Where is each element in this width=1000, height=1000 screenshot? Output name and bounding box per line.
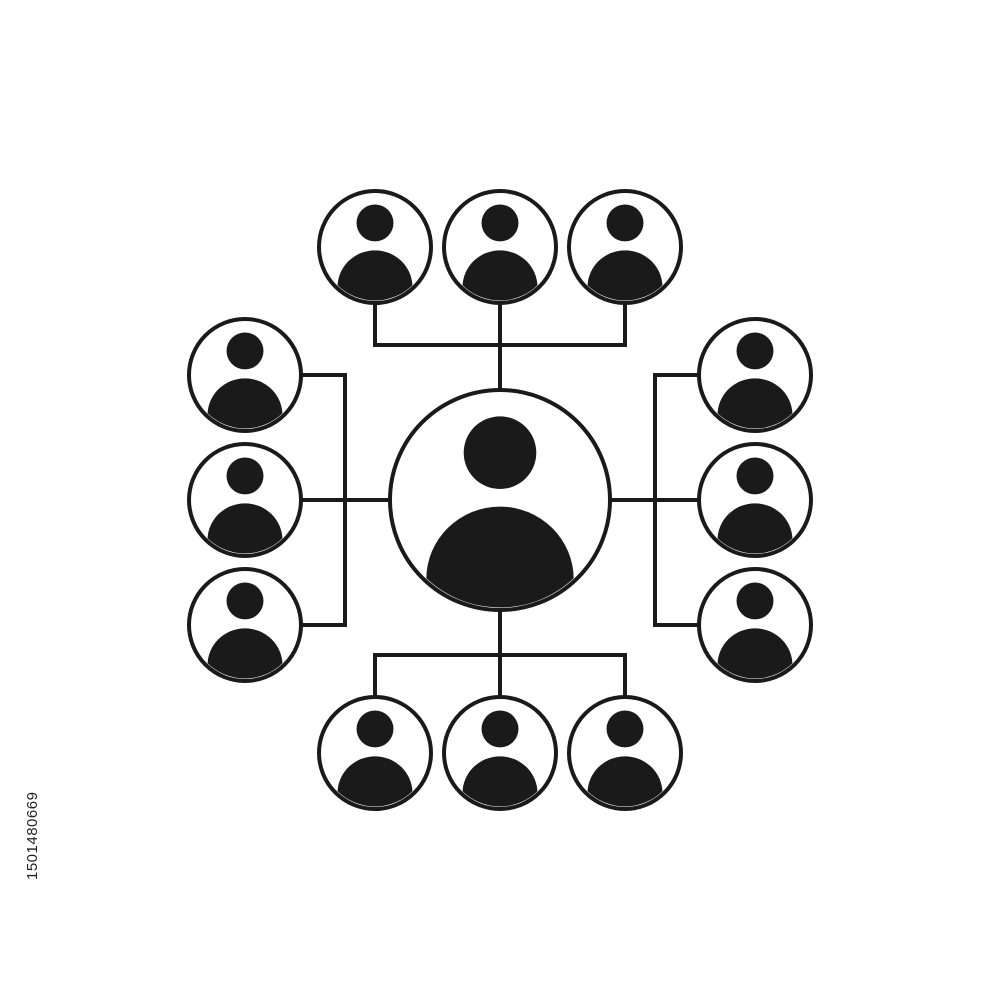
- person-icon: [207, 457, 283, 554]
- stock-id-watermark: 1501480669: [24, 791, 41, 880]
- connector-lines: [301, 303, 699, 697]
- top-member-node-3: [567, 189, 683, 305]
- person-icon: [717, 332, 793, 429]
- left-member-node-1: [187, 317, 303, 433]
- person-icon: [207, 582, 283, 679]
- right-member-node-2: [697, 442, 813, 558]
- bottom-member-node-3: [567, 695, 683, 811]
- bottom-member-node-2: [442, 695, 558, 811]
- right-member-node-3: [697, 567, 813, 683]
- person-icon: [717, 457, 793, 554]
- left-member-node-2: [187, 442, 303, 558]
- top-member-node-1: [317, 189, 433, 305]
- hub-node: [388, 388, 612, 612]
- person-nodes: [187, 189, 813, 811]
- person-icon: [337, 710, 413, 807]
- left-member-node-3: [187, 567, 303, 683]
- person-icon: [462, 710, 538, 807]
- person-icon: [587, 710, 663, 807]
- right-member-node-1: [697, 317, 813, 433]
- person-icon: [337, 204, 413, 301]
- bottom-member-node-1: [317, 695, 433, 811]
- top-member-node-2: [442, 189, 558, 305]
- person-icon: [462, 204, 538, 301]
- person-icon: [426, 416, 574, 608]
- person-icon: [207, 332, 283, 429]
- person-icon: [587, 204, 663, 301]
- person-icon: [717, 582, 793, 679]
